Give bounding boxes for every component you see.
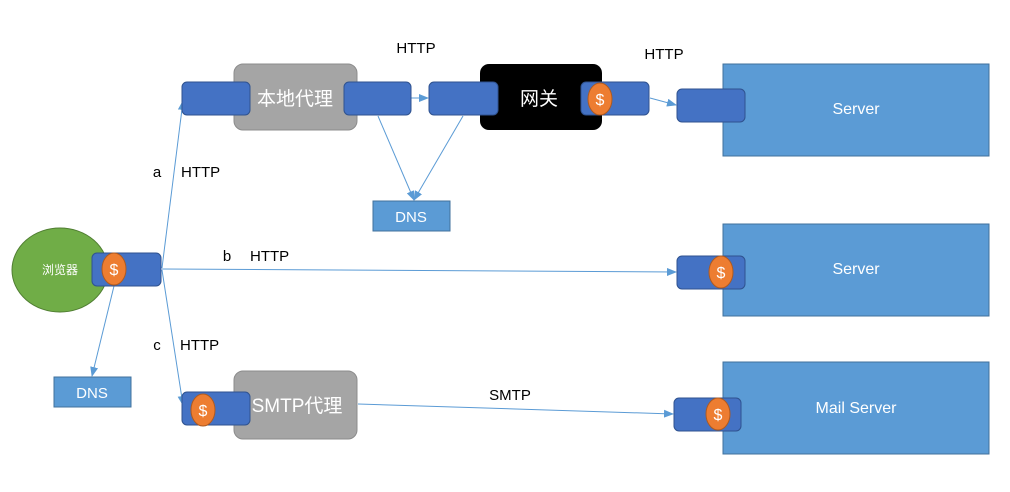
label-path-a-letter: a: [153, 164, 162, 181]
edge-browser-to-server: [161, 267, 677, 276]
port-local-proxy-left: [181, 81, 251, 116]
ports: [91, 81, 746, 432]
label-path-c-protocol: HTTP: [180, 337, 219, 354]
coin-smtp-proxy-symbol: $: [199, 403, 208, 420]
coin-mail-server-symbol: $: [714, 407, 723, 424]
smtp-proxy-label: SMTP代理: [252, 395, 343, 417]
gateway-box: [480, 64, 602, 130]
label-path-c-letter: c: [153, 337, 161, 354]
edge-browser-to-local-proxy: [161, 100, 186, 269]
port-gateway-left: [428, 81, 499, 116]
edge-browser-to-smtp-proxy: [161, 269, 186, 406]
browser-label: 浏览器: [42, 262, 78, 277]
label-smtp: SMTP: [489, 387, 531, 404]
label-path-b-protocol: HTTP: [250, 248, 289, 265]
port-local-proxy-right: [343, 81, 412, 116]
coin-browser: [101, 252, 127, 286]
dns-top-box: [372, 200, 451, 232]
port-server-top: [676, 88, 746, 123]
edge-gateway-to-server: [649, 97, 677, 107]
coin-markers: $ $ $ $ $: [101, 82, 734, 431]
dns-left-box: [53, 376, 132, 408]
server-mid-box: [722, 223, 990, 317]
coin-mail-server: [705, 397, 731, 431]
coin-server-mid-symbol: $: [717, 265, 726, 282]
coin-gateway-symbol: $: [596, 92, 605, 109]
local-proxy-label: 本地代理: [257, 88, 333, 110]
label-proxy-to-gateway: HTTP: [396, 40, 435, 57]
coin-smtp-proxy: [190, 393, 216, 427]
gateway-label: 网关: [520, 88, 558, 110]
edge-gateway-to-dns: [413, 115, 464, 201]
server-mid-label: Server: [832, 261, 880, 278]
edge-browser-to-dns: [90, 285, 115, 377]
coin-browser-symbol: $: [110, 262, 119, 279]
coin-server-mid: [708, 255, 734, 289]
label-gateway-to-server: HTTP: [644, 46, 683, 63]
edge-smtp-proxy-to-mail-server: [357, 403, 674, 418]
server-top-label: Server: [832, 101, 880, 118]
label-path-b-letter: b: [223, 248, 231, 265]
connector-lines: [90, 94, 677, 418]
dns-top-label: DNS: [395, 209, 427, 226]
label-path-a-protocol: HTTP: [181, 164, 220, 181]
mail-server-label: Mail Server: [816, 400, 898, 417]
coin-gateway: [587, 82, 613, 116]
edge-labels: HTTP HTTP a HTTP b HTTP c HTTP SMTP: [153, 40, 684, 404]
dns-left-label: DNS: [76, 385, 108, 402]
edge-proxy-to-dns: [377, 115, 415, 201]
